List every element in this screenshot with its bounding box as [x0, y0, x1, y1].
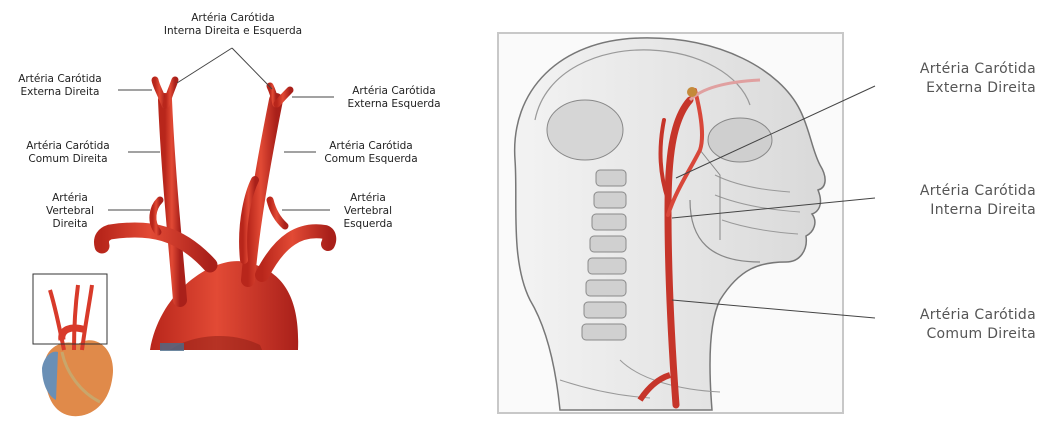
- label-comum-direita: Artéria Carótida Comum Direita: [10, 140, 126, 166]
- label-right-interna-direita: Artéria Carótida Interna Direita: [860, 182, 1036, 220]
- right-subclavian: [101, 230, 210, 265]
- label-vertebral-esquerda: Artéria Vertebral Esquerda: [330, 192, 406, 231]
- label-interna-direita-esquerda: Artéria Carótida Interna Direita e Esque…: [145, 12, 321, 38]
- label-vertebral-direita: Artéria Vertebral Direita: [35, 192, 105, 231]
- label-right-externa-direita: Artéria Carótida Externa Direita: [860, 60, 1036, 98]
- label-comum-esquerda: Artéria Carótida Comum Esquerda: [314, 140, 428, 166]
- inset-frame: [33, 274, 107, 344]
- right-common-carotid: [165, 100, 180, 300]
- label-externa-esquerda: Artéria Carótida Externa Esquerda: [335, 85, 453, 111]
- left-subclavian: [262, 231, 329, 275]
- head-neck-illustration: [498, 33, 843, 413]
- heart-inset-thumbnail: [33, 274, 113, 416]
- left-leader-lines: [108, 48, 334, 210]
- right-vertebral: [153, 200, 160, 232]
- label-right-comum-direita: Artéria Carótida Comum Direita: [860, 306, 1036, 344]
- label-externa-direita: Artéria Carótida Externa Direita: [5, 73, 115, 99]
- left-vertebral: [270, 200, 285, 226]
- aortic-arch-diagram: [101, 80, 329, 351]
